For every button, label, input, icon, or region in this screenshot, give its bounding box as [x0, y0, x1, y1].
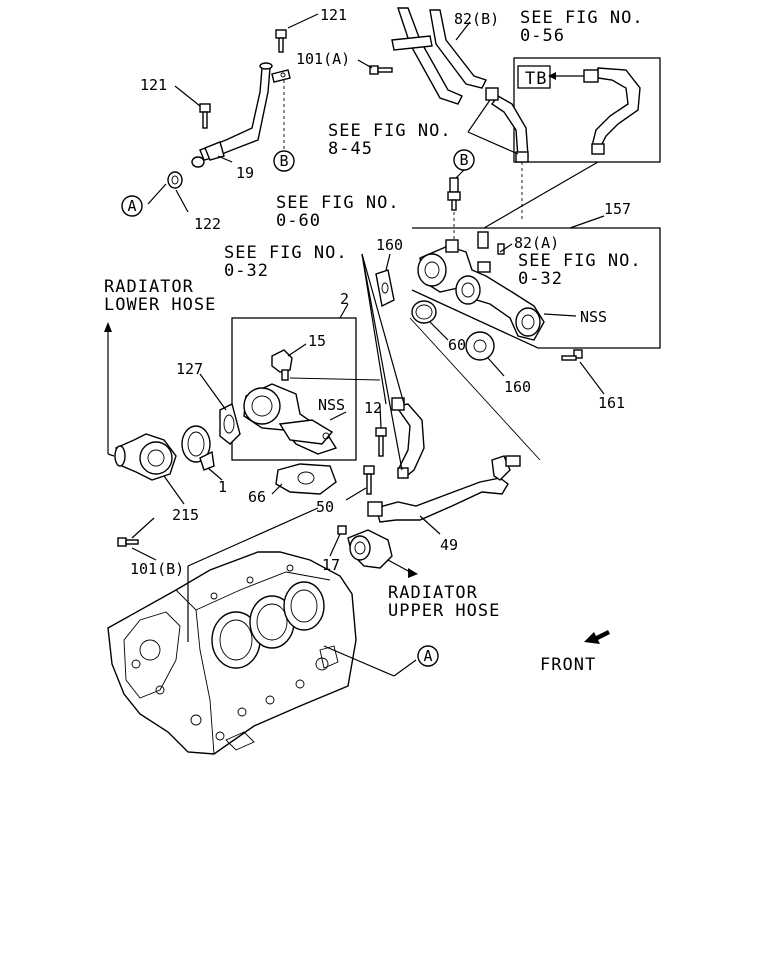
label-121-top: 121 — [320, 6, 347, 24]
bolt-50 — [363, 465, 375, 495]
marker-b-mid-label: B — [459, 151, 468, 169]
water-outlet-pipe — [417, 231, 545, 341]
label-60: 60 — [448, 336, 466, 354]
label-82b: 82(B) — [454, 10, 499, 28]
label-101b: 101(B) — [130, 560, 184, 578]
gasket-160-top — [375, 269, 395, 308]
label-160-top: 160 — [376, 236, 403, 254]
ref-032a-line1: SEE FIG NO. — [224, 243, 348, 263]
marker-b-mid: B — [453, 149, 475, 171]
label-160-bottom: 160 — [504, 378, 531, 396]
box-2 — [231, 317, 357, 461]
tb-box — [517, 65, 551, 89]
ref-032a-line2: 0-32 — [224, 261, 269, 281]
label-215: 215 — [172, 506, 199, 524]
bolt-101a — [369, 65, 393, 75]
sensor-b — [447, 177, 461, 211]
label-17: 17 — [322, 556, 340, 574]
marker-a-left-label: A — [127, 197, 136, 215]
label-161: 161 — [598, 394, 625, 412]
bolt-121-left — [199, 103, 211, 129]
marker-b-top: B — [273, 150, 295, 172]
label-tb: TB — [525, 69, 547, 89]
gasket-160-bottom — [465, 331, 495, 361]
ref-845-line1: SEE FIG NO. — [328, 121, 452, 141]
bypass-hose-center — [391, 397, 425, 479]
label-122: 122 — [194, 215, 221, 233]
ref-056-line1: SEE FIG NO. — [520, 8, 644, 28]
bolt-101b — [117, 537, 139, 547]
box-157 — [411, 227, 661, 349]
bolt-161 — [561, 349, 583, 361]
rad-lower-line1: RADIATOR — [104, 277, 194, 297]
rad-upper-line2: UPPER HOSE — [388, 601, 500, 621]
rad-lower-line2: LOWER HOSE — [104, 295, 216, 315]
water-pipe-49 — [375, 455, 521, 523]
label-157: 157 — [604, 200, 631, 218]
label-nss-center: NSS — [318, 396, 345, 414]
gasket-127 — [219, 402, 241, 445]
label-19: 19 — [236, 164, 254, 182]
marker-a-left: A — [121, 195, 143, 217]
label-66: 66 — [248, 488, 266, 506]
water-pipe-19 — [191, 62, 291, 168]
air-bleed-15 — [271, 349, 293, 381]
label-12: 12 — [364, 399, 382, 417]
bolt-121-top — [275, 29, 287, 53]
marker-a-bottom: A — [417, 645, 439, 667]
marker-a-bottom-label: A — [423, 647, 432, 665]
label-127: 127 — [176, 360, 203, 378]
ref-032b-line2: 0-32 — [518, 269, 563, 289]
bypass-hose — [485, 87, 529, 163]
label-101a: 101(A) — [296, 50, 350, 68]
engine-block — [107, 551, 357, 755]
label-nss-right: NSS — [580, 308, 607, 326]
label-1: 1 — [218, 478, 227, 496]
label-82a: 82(A) — [514, 234, 559, 252]
thermostat-1 — [181, 425, 215, 471]
label-front: FRONT — [540, 655, 596, 675]
label-15: 15 — [308, 332, 326, 350]
gasket-66 — [275, 463, 337, 495]
label-121-left: 121 — [140, 76, 167, 94]
ref-056-line2: 0-56 — [520, 26, 565, 46]
rad-upper-line1: RADIATOR — [388, 583, 478, 603]
pipe-82b — [391, 7, 487, 105]
oring-60 — [411, 300, 437, 324]
front-arrow — [584, 630, 610, 644]
water-outlet-17 — [337, 501, 393, 569]
inset-hose — [548, 67, 641, 155]
label-2: 2 — [340, 290, 349, 308]
water-inlet-215 — [114, 433, 177, 481]
gasket-122 — [167, 171, 183, 189]
ref-060-line1: SEE FIG NO. — [276, 193, 400, 213]
bolt-12 — [375, 427, 387, 457]
ref-060-line2: 0-60 — [276, 211, 321, 231]
ref-032b-line1: SEE FIG NO. — [518, 251, 642, 271]
marker-b-top-label: B — [279, 152, 288, 170]
label-49: 49 — [440, 536, 458, 554]
thermostat-housing — [243, 383, 338, 455]
ref-845-line2: 8-45 — [328, 139, 373, 159]
label-50: 50 — [316, 498, 334, 516]
